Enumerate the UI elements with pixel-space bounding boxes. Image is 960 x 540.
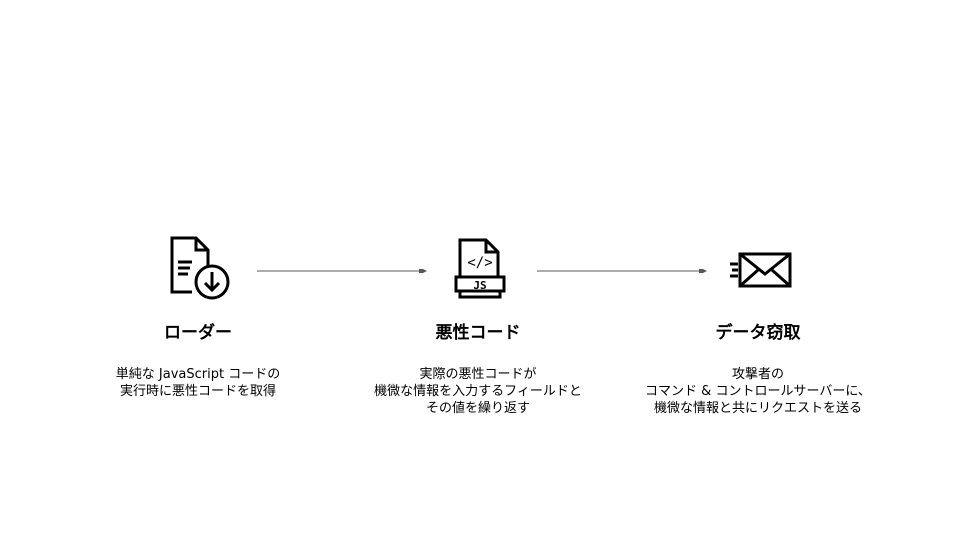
step-description: 単純な JavaScript コードの実行時に悪性コードを取得 [115,367,281,399]
step-title: ローダー [164,323,232,343]
step-title: データ窃取 [715,323,801,343]
arrow-1 [257,269,427,273]
svg-text:</>: </> [467,255,492,271]
step-description: 実際の悪性コードが機微な情報を入力するフィールドとその値を繰り返す [374,367,582,416]
step-title: 悪性コード [435,323,521,343]
document-download-icon [170,236,230,300]
js-file-icon: </> JS [454,238,506,299]
arrow-2 [537,269,707,273]
step-description: 攻撃者のコマンド & コントロールサーバーに、機微な情報と共にリクエストを送る [645,367,871,416]
send-mail-icon [730,252,792,288]
svg-text:JS: JS [473,279,486,292]
